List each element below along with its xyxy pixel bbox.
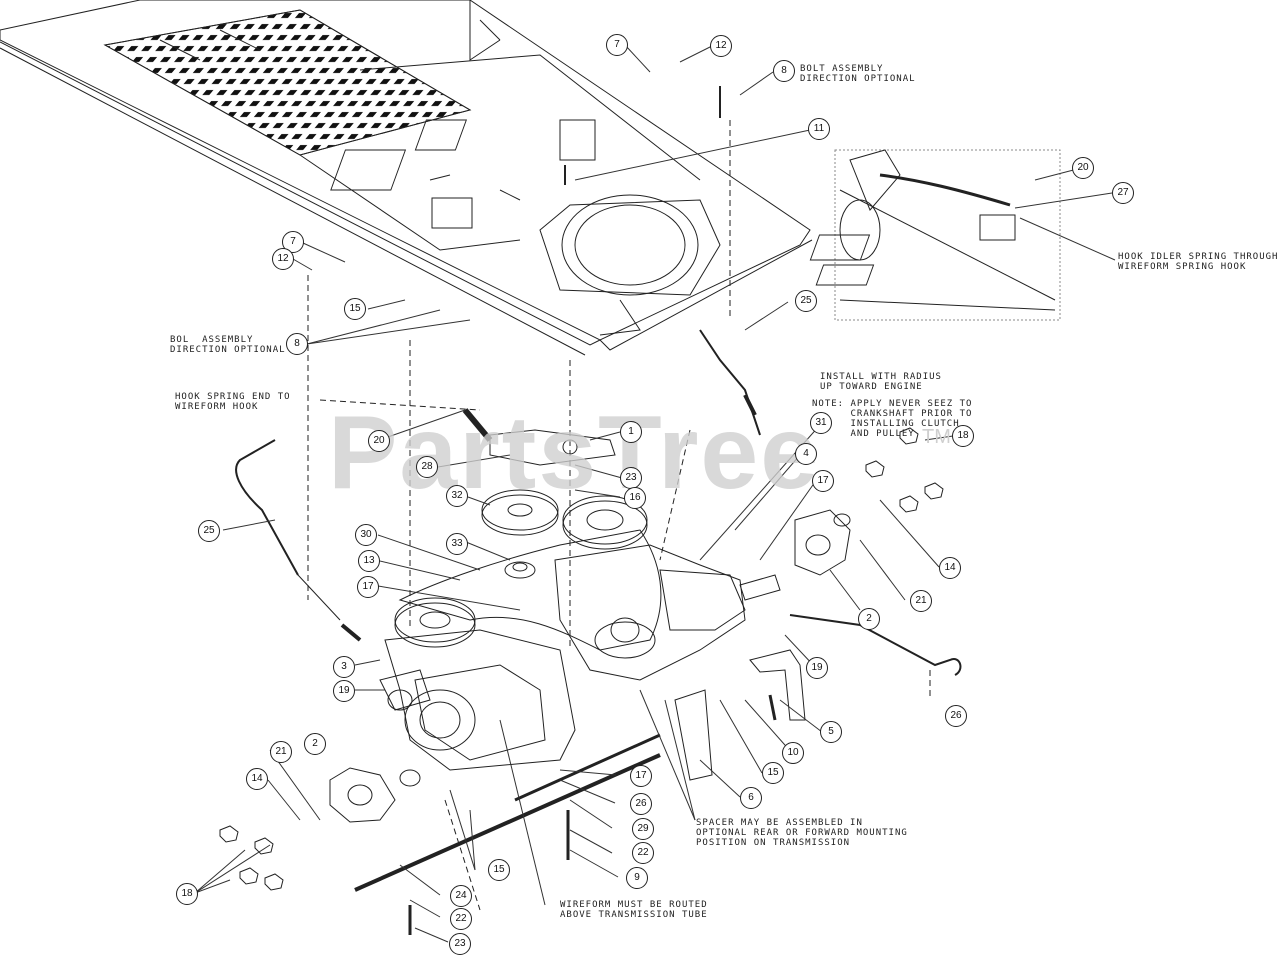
deck-perforated-panel bbox=[103, 9, 472, 156]
callout-22-bottom: 22 bbox=[450, 908, 472, 930]
callout-24: 24 bbox=[450, 885, 472, 907]
callout-23-bottom: 23 bbox=[449, 933, 471, 955]
callout-2-left: 2 bbox=[304, 733, 326, 755]
inset-detail bbox=[809, 149, 1061, 321]
callout-32: 32 bbox=[446, 485, 468, 507]
callout-25-left: 25 bbox=[198, 520, 220, 542]
bolts bbox=[408, 86, 777, 935]
engine-pulley bbox=[562, 495, 648, 550]
lug-nuts-left bbox=[219, 825, 284, 891]
callout-14-left: 14 bbox=[246, 768, 268, 790]
deck-pulley-opening bbox=[561, 194, 699, 296]
note-hook-spring-end: HOOK SPRING END TO WIREFORM HOOK bbox=[175, 392, 291, 412]
callout-17-mid: 17 bbox=[357, 576, 379, 598]
callout-33: 33 bbox=[446, 533, 468, 555]
axle-hub-right bbox=[794, 509, 851, 576]
bracket-5 bbox=[749, 649, 806, 721]
callout-28: 28 bbox=[416, 456, 438, 478]
frame-deck bbox=[0, 0, 813, 356]
note-apply-never-seez: NOTE: APPLY NEVER SEEZ TO CRANKSHAFT PRI… bbox=[812, 399, 973, 439]
note-bolt-assembly-left: BOL ASSEMBLY DIRECTION OPTIONAL bbox=[170, 335, 286, 355]
callout-9: 9 bbox=[626, 867, 648, 889]
callout-31: 31 bbox=[810, 412, 832, 434]
drive-belt bbox=[398, 529, 662, 651]
callout-7-top: 7 bbox=[606, 34, 628, 56]
control-cable-left bbox=[235, 439, 362, 642]
callout-15-top: 15 bbox=[344, 298, 366, 320]
transmission-left bbox=[379, 597, 576, 771]
control-cable-right bbox=[699, 329, 761, 436]
callout-11: 11 bbox=[808, 118, 830, 140]
callout-26-bottom: 26 bbox=[630, 793, 652, 815]
note-hook-idler-spring: HOOK IDLER SPRING THROUGH WIREFORM SPRIN… bbox=[1118, 252, 1279, 272]
wireform-rod-26 bbox=[789, 614, 962, 676]
callout-22-mid: 22 bbox=[632, 842, 654, 864]
callout-21-left: 21 bbox=[270, 741, 292, 763]
callout-15-right: 15 bbox=[762, 762, 784, 784]
callout-13: 13 bbox=[358, 550, 380, 572]
watermark: PartsTree bbox=[328, 395, 821, 511]
note-install-radius: INSTALL WITH RADIUS UP TOWARD ENGINE bbox=[820, 372, 942, 392]
watermark-trademark: TM bbox=[922, 426, 951, 448]
callout-2-right: 2 bbox=[858, 608, 880, 630]
callout-4: 4 bbox=[795, 443, 817, 465]
callout-14-right: 14 bbox=[939, 557, 961, 579]
callout-7-left: 7 bbox=[282, 231, 304, 253]
callout-15-bottom: 15 bbox=[488, 859, 510, 881]
transmission-tube-24 bbox=[354, 733, 661, 892]
bracket-6 bbox=[674, 689, 713, 781]
callout-30: 30 bbox=[355, 524, 377, 546]
callout-12-top: 12 bbox=[710, 35, 732, 57]
callout-1: 1 bbox=[620, 421, 642, 443]
callout-5: 5 bbox=[820, 721, 842, 743]
callout-25-top: 25 bbox=[795, 290, 817, 312]
callout-17-top: 17 bbox=[812, 470, 834, 492]
callout-16: 16 bbox=[624, 487, 646, 509]
callout-12-left: 12 bbox=[272, 248, 294, 270]
assembly-leader-lines bbox=[307, 120, 931, 911]
callout-27: 27 bbox=[1112, 182, 1134, 204]
callout-6: 6 bbox=[740, 787, 762, 809]
callout-8-top: 8 bbox=[773, 60, 795, 82]
callout-17-bottom: 17 bbox=[630, 765, 652, 787]
transmission-right bbox=[554, 544, 781, 681]
callout-21-right: 21 bbox=[910, 590, 932, 612]
callout-20: 20 bbox=[368, 430, 390, 452]
axle-hub-left bbox=[329, 767, 421, 823]
note-spacer-mounting: SPACER MAY BE ASSEMBLED IN OPTIONAL REAR… bbox=[696, 818, 908, 848]
idler-arm bbox=[462, 408, 616, 466]
idler-pulley-33 bbox=[504, 561, 536, 579]
callout-18-left: 18 bbox=[176, 883, 198, 905]
callout-19-right: 19 bbox=[806, 657, 828, 679]
note-wireform-routing: WIREFORM MUST BE ROUTED ABOVE TRANSMISSI… bbox=[560, 900, 708, 920]
callout-3: 3 bbox=[333, 656, 355, 678]
callout-19-left: 19 bbox=[333, 680, 355, 702]
callout-20-inset: 20 bbox=[1072, 157, 1094, 179]
callout-23: 23 bbox=[620, 467, 642, 489]
callout-8-left: 8 bbox=[286, 333, 308, 355]
note-bolt-assembly-top: BOLT ASSEMBLY DIRECTION OPTIONAL bbox=[800, 64, 916, 84]
idler-pulley-32 bbox=[481, 489, 559, 536]
lug-nuts-right bbox=[865, 427, 944, 513]
callout-18-right: 18 bbox=[952, 425, 974, 447]
callout-10: 10 bbox=[782, 742, 804, 764]
callout-26-right: 26 bbox=[945, 705, 967, 727]
callout-29: 29 bbox=[632, 818, 654, 840]
